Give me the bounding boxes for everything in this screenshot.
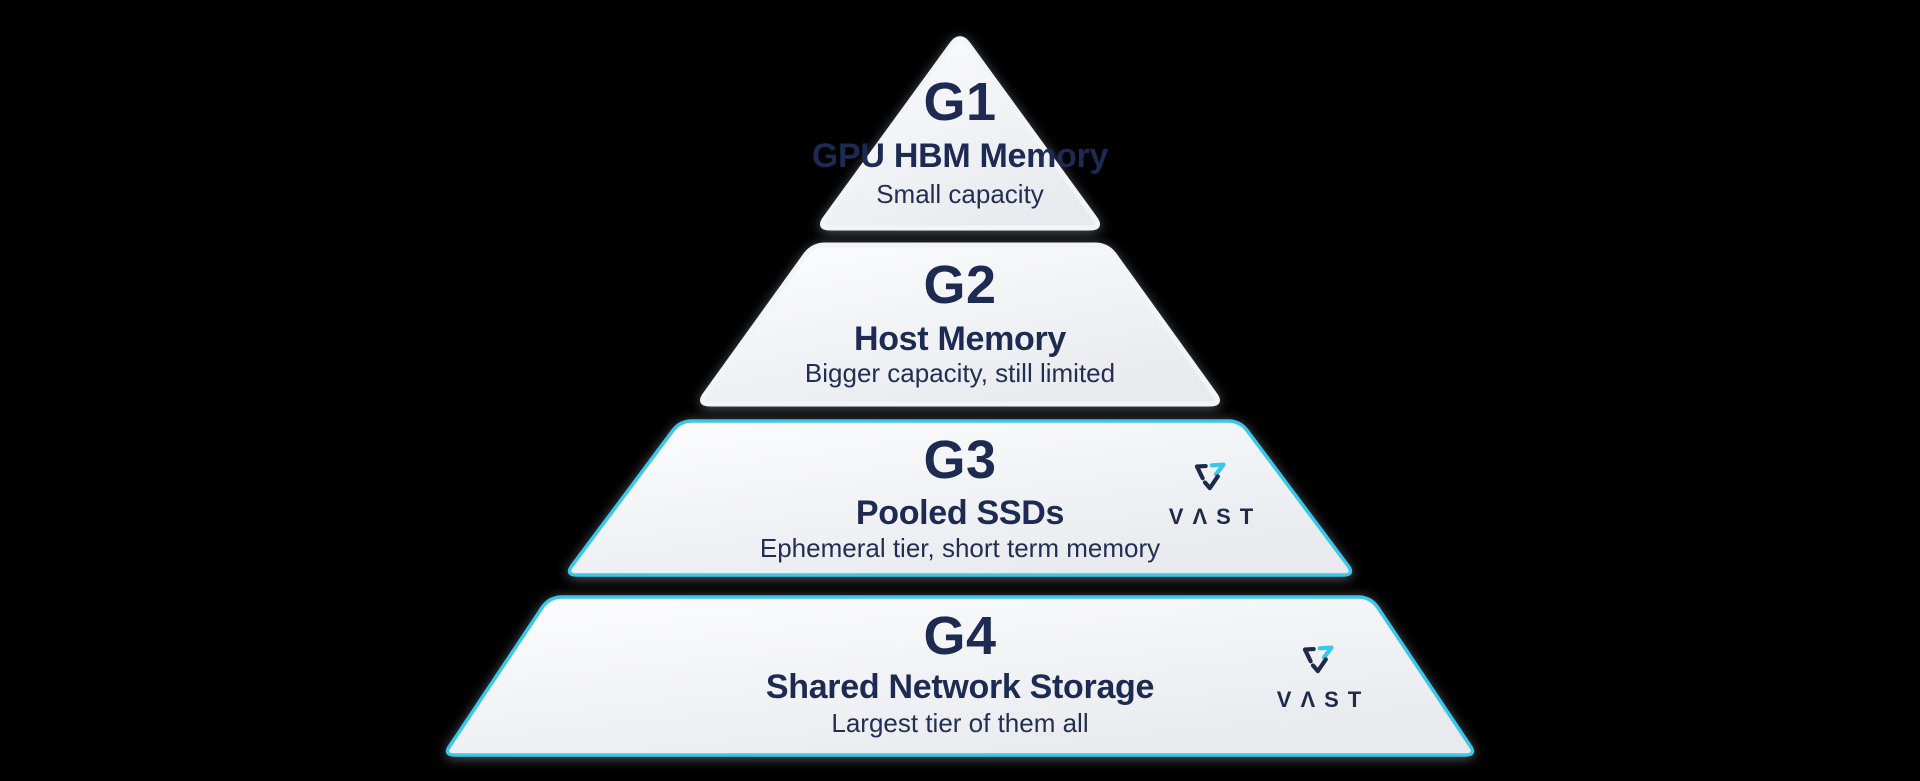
- vast-logo: VΛST: [1155, 460, 1267, 528]
- tier-title: Host Memory: [853, 320, 1067, 358]
- tier-g2: G2 Host Memory Bigger capacity, still li…: [690, 242, 1230, 407]
- tier-g1: G1 GPU HBM Memory Small capacity: [800, 22, 1120, 236]
- vast-wordmark: VΛST: [1276, 687, 1371, 712]
- tier-subtitle: Largest tier of them all: [831, 708, 1089, 738]
- vast-logo-check-stroke: [1310, 657, 1328, 674]
- tier-code: G4: [923, 606, 997, 666]
- vast-logo-icon: [1194, 462, 1226, 491]
- vast-logo-left-stroke: [1302, 646, 1316, 664]
- tier-code: G1: [923, 72, 997, 132]
- vast-logo-arrow-stroke: [1209, 462, 1226, 477]
- tier-title: Shared Network Storage: [765, 668, 1155, 706]
- tier-subtitle: Small capacity: [876, 179, 1044, 209]
- vast-wordmark: VΛST: [1168, 504, 1263, 529]
- tier-g3-shape: [567, 419, 1353, 577]
- tier-title: GPU HBM Memory: [811, 137, 1109, 175]
- tier-code: G2: [923, 255, 997, 315]
- tier-g4: G4 Shared Network Storage Largest tier o…: [435, 595, 1485, 760]
- tier-g1-shape: [819, 36, 1101, 231]
- tier-subtitle: Bigger capacity, still limited: [804, 358, 1116, 388]
- vast-logo-left-stroke: [1194, 463, 1208, 481]
- tier-g4-shape: [445, 595, 1475, 757]
- vast-logo-icon: [1302, 645, 1334, 674]
- vast-logo: VΛST: [1263, 643, 1375, 711]
- vast-logo-arrow-stroke: [1317, 645, 1334, 660]
- tier-g2-shape: [700, 242, 1220, 407]
- tier-code: G3: [923, 430, 997, 490]
- tier-g3: G3 Pooled SSDs Ephemeral tier, short ter…: [555, 418, 1365, 578]
- tier-subtitle: Ephemeral tier, short term memory: [759, 533, 1161, 563]
- tier-title: Pooled SSDs: [855, 494, 1065, 532]
- vast-logo-check-stroke: [1202, 474, 1220, 491]
